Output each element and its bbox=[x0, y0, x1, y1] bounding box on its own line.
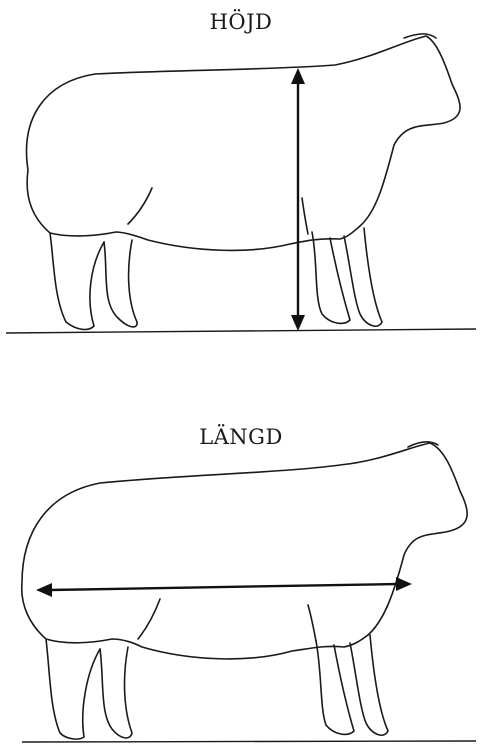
sheep-length-drawing bbox=[0, 373, 482, 746]
length-arrow bbox=[36, 577, 412, 597]
sheep-outline bbox=[27, 34, 461, 330]
arrowhead-top bbox=[291, 68, 305, 84]
arrowhead-right bbox=[396, 577, 412, 591]
ground-line bbox=[6, 329, 476, 333]
ground-line bbox=[22, 741, 476, 742]
arrowhead-bottom bbox=[291, 315, 305, 331]
height-panel: HÖJD bbox=[0, 0, 482, 373]
arrowhead-left bbox=[36, 583, 52, 597]
length-panel: LÄNGD bbox=[0, 373, 482, 746]
sheep-height-drawing bbox=[0, 0, 482, 373]
